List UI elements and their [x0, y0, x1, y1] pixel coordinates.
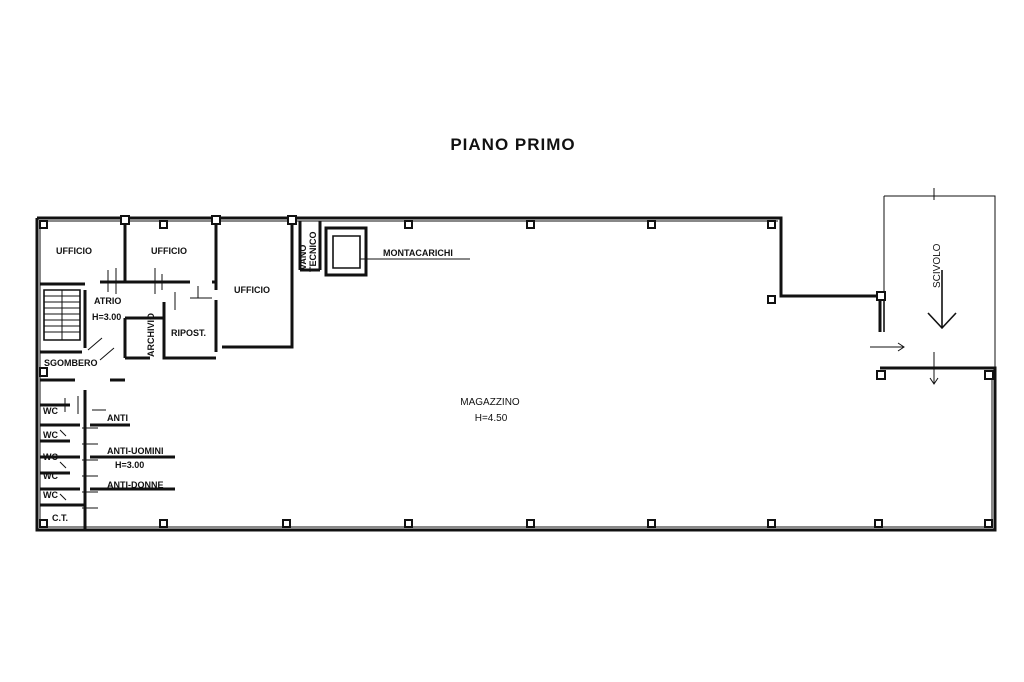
label-anti-donne: ANTI-DONNE [107, 480, 164, 490]
label-tecnico: TECNICO [308, 232, 318, 273]
doors [59, 268, 212, 509]
label-vano: VANO [298, 245, 308, 270]
label-magazzino-height: H=4.50 [475, 413, 508, 424]
outer-walls [35, 216, 997, 532]
stair [43, 289, 81, 341]
label-ufficio-3: UFFICIO [234, 285, 270, 295]
label-anti-uomini-height: H=3.00 [115, 460, 144, 470]
labels: UFFICIO UFFICIO UFFICIO VANO TECNICO MON… [43, 232, 943, 524]
label-ct: C.T. [52, 513, 68, 523]
label-wc-2: WC [43, 430, 58, 440]
label-ufficio-1: UFFICIO [56, 246, 92, 256]
label-wc-3: WC [43, 452, 58, 462]
label-archivio: ARCHIVIO [146, 313, 156, 357]
interior-walls [40, 221, 470, 530]
label-sgombero: SGOMBERO [44, 358, 98, 368]
label-magazzino: MAGAZZINO [460, 397, 520, 408]
label-ripost: RIPOST. [171, 328, 206, 338]
ramp [870, 188, 996, 385]
label-scivolo: SCIVOLO [932, 243, 943, 288]
plan-title: PIANO PRIMO [450, 135, 575, 154]
label-anti-uomini: ANTI-UOMINI [107, 446, 164, 456]
label-atrio: ATRIO [94, 296, 121, 306]
label-montacarichi: MONTACARICHI [383, 248, 453, 258]
label-wc-1: WC [43, 406, 58, 416]
label-wc-4: WC [43, 471, 58, 481]
label-atrio-height: H=3.00 [92, 312, 121, 322]
label-anti: ANTI [107, 413, 128, 423]
columns [39, 215, 994, 528]
label-wc-5: WC [43, 490, 58, 500]
label-ufficio-2: UFFICIO [151, 246, 187, 256]
